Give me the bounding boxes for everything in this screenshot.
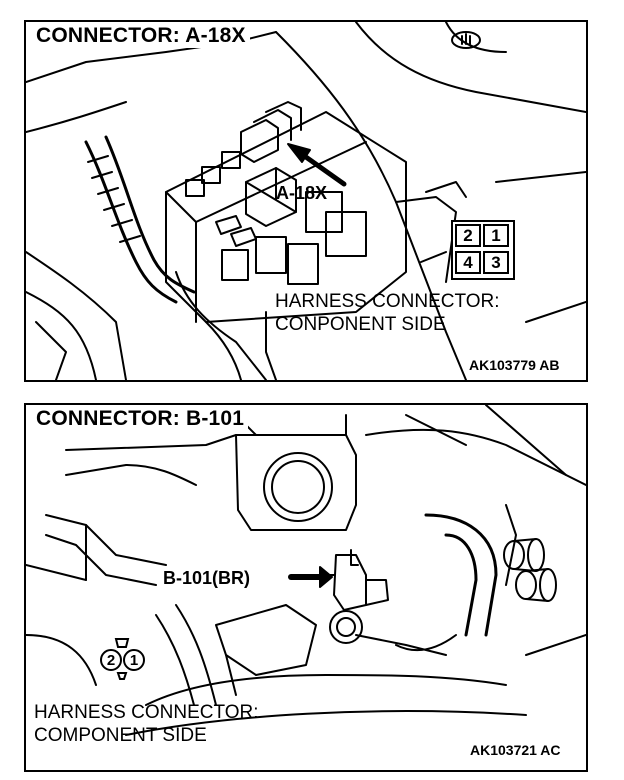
connector-pin-diagram: 2 1 4 3 xyxy=(451,220,515,280)
pin-3: 3 xyxy=(483,251,509,274)
connector-b101-panel: CONNECTOR: B-101 B-101(BR) 2 1 HARNESS C… xyxy=(24,403,588,772)
connector-title: CONNECTOR: A-18X xyxy=(32,24,250,48)
pin-shell-outline xyxy=(114,638,130,680)
connector-callout-label: B-101(BR) xyxy=(163,568,251,588)
pin-1: 1 xyxy=(123,649,145,671)
figure-code: AK103721 AC xyxy=(470,742,561,758)
connector-callout-label: A-18X xyxy=(276,183,328,203)
pin-2: 2 xyxy=(455,224,481,247)
caption-line-2: COMPONENT SIDE xyxy=(34,725,207,746)
pin-2: 2 xyxy=(100,649,122,671)
engine-bay-illustration-bottom xyxy=(26,405,586,736)
caption-line-1: HARNESS CONNECTOR: xyxy=(34,702,259,723)
pin-1: 1 xyxy=(483,224,509,247)
caption-line-2: CONPONENT SIDE xyxy=(275,314,446,335)
caption-line-1: HARNESS CONNECTOR: xyxy=(275,291,500,312)
connector-pin-diagram: 2 1 xyxy=(96,637,150,681)
connector-a18x-panel: CONNECTOR: A-18X A-18X 2 1 4 3 HARNESS C… xyxy=(24,20,588,382)
figure-code: AK103779 AB xyxy=(469,357,560,373)
harness-caption: HARNESS CONNECTOR: COMPONENT SIDE xyxy=(34,701,259,747)
pin-4: 4 xyxy=(455,251,481,274)
engine-bay-illustration-top xyxy=(26,22,586,380)
harness-caption: HARNESS CONNECTOR: CONPONENT SIDE xyxy=(275,290,500,336)
connector-title: CONNECTOR: B-101 xyxy=(32,407,249,431)
